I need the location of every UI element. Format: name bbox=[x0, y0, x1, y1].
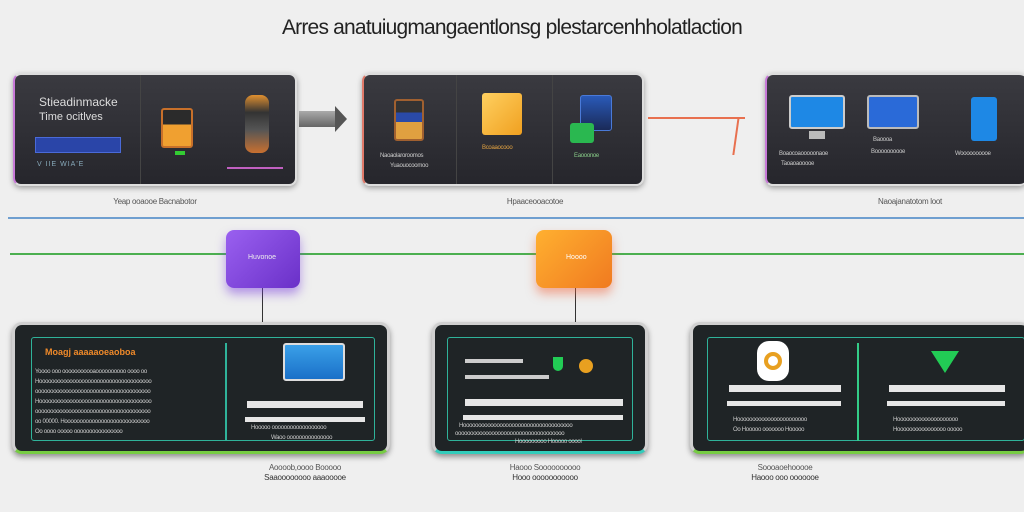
browser-window-icon bbox=[283, 343, 345, 381]
text-line: Hooooooooooooooooooooooo bbox=[733, 417, 807, 423]
text-line: Oo oooo ooooo oooooooooooooooo bbox=[35, 429, 123, 435]
label: Boooooooooe bbox=[871, 149, 906, 155]
monitor-stand bbox=[809, 131, 825, 139]
bar-text: V IIE WIA'E bbox=[37, 161, 85, 168]
arrow-right-icon bbox=[299, 111, 335, 127]
caption-line: Hooo ooooooooooo bbox=[512, 473, 578, 482]
caption-line: Haooo ooo ooooooe bbox=[751, 473, 819, 482]
divider bbox=[552, 75, 553, 184]
caption-line: Haooo Soooooooooo bbox=[509, 463, 581, 472]
label: Naoaolaroroomos bbox=[380, 153, 424, 159]
label: Yuaouocoomoo bbox=[390, 163, 429, 169]
panel-heading: Stieadinmacke bbox=[39, 95, 118, 109]
caption-1: Yeap ooaooe Bacnabotor bbox=[113, 197, 197, 206]
divider bbox=[140, 75, 141, 184]
divider bbox=[857, 343, 859, 441]
text-line: Hooooooooo Hooooo ooool bbox=[515, 439, 582, 445]
panel-heading: Moagj aaaaaoeaoboa bbox=[45, 347, 136, 357]
text-line: Oo Hooooo ooooooo Hooooo bbox=[733, 427, 805, 433]
monitor-icon bbox=[789, 95, 845, 129]
divider-line bbox=[8, 217, 1024, 219]
top-panel-1: Stieadinmacke Time ocitlves V IIE WIA'E bbox=[13, 73, 297, 186]
text-line: oooooooooooooooooooooooooooooooooooooo bbox=[35, 409, 151, 415]
label: Taoaoaooooe bbox=[781, 161, 815, 167]
gear-icon bbox=[757, 341, 789, 381]
page-title: Arres anatuiugmangaentlonsg plestarcenhh… bbox=[281, 16, 743, 39]
connector-line bbox=[732, 117, 740, 155]
text-line: Hoooooooooooooooo ooooo bbox=[893, 427, 963, 433]
folder-icon bbox=[482, 93, 522, 135]
phone-icon bbox=[971, 97, 997, 141]
connector-line bbox=[262, 285, 263, 323]
slider-track bbox=[465, 359, 523, 363]
bottom-panel-1: Moagj aaaaaoeaoboa Yoooo ooo ooooooooooa… bbox=[12, 322, 390, 454]
timeline-line bbox=[10, 253, 1024, 255]
text-line: oo 00000. Hoooooooooooooooooooooooooooo bbox=[35, 419, 150, 425]
label: Bcoaaocooo bbox=[482, 145, 513, 151]
progress-bar bbox=[35, 137, 121, 153]
caption-line: Saaoooooooo aaaooooe bbox=[264, 473, 346, 482]
top-panel-3: Boaocoaooooonaoe Taoaoaooooe Baoooa Booo… bbox=[765, 73, 1024, 186]
text-line: Yoooo ooo ooooooooooaoooooooooo oooo oo bbox=[35, 369, 147, 375]
device-icon bbox=[245, 95, 269, 153]
top-panel-2: Naoaolaroroomos Yuaouocoomoo Bcoaaocooo … bbox=[362, 73, 644, 186]
caption-3: Naoajanatotom loot bbox=[878, 197, 942, 206]
caption-line: Soooaoehooooe bbox=[757, 463, 813, 472]
input-bar bbox=[889, 385, 1005, 392]
connector-line bbox=[648, 117, 745, 119]
bottom-panel-2: Hoooooooooooooooooooooooooooooooooooo oo… bbox=[432, 322, 648, 454]
input-bar bbox=[245, 417, 365, 422]
tablet-icon bbox=[161, 108, 193, 148]
orange-cube-node: Hoooo bbox=[536, 230, 612, 288]
arrow-head bbox=[335, 106, 347, 132]
text-line: Hoooooooooooooooooooo bbox=[893, 417, 958, 423]
shield-icon bbox=[553, 357, 563, 371]
input-bar bbox=[729, 385, 841, 392]
inner-frame bbox=[31, 337, 375, 441]
gear-ring bbox=[764, 352, 782, 370]
slider-track bbox=[465, 375, 549, 379]
purple-cube-node: Huvonoe bbox=[226, 230, 300, 288]
server-icon bbox=[394, 99, 424, 141]
label: Woooooooooe bbox=[955, 151, 991, 157]
text-line: Hooooooooooooooooooooooooooooooooooooo bbox=[35, 379, 152, 385]
input-bar bbox=[247, 401, 363, 408]
caption-2: Hpaaceooacotoe bbox=[506, 197, 564, 206]
caption-line: Aoooob,oooo Booooo bbox=[268, 463, 341, 472]
text-line: Hooooooooooooooooooooooooooooooooooooo bbox=[35, 399, 152, 405]
panel-subheading: Time ocitlves bbox=[39, 111, 103, 123]
monitor-icon bbox=[867, 95, 919, 129]
divider bbox=[456, 75, 457, 184]
text-line: oooooooooooooooooooooooooooooooooooooo bbox=[35, 389, 151, 395]
status-light-icon bbox=[175, 151, 185, 155]
connector-line bbox=[575, 285, 576, 323]
body-text: Yoooo ooo ooooooooooaoooooooooo oooo oo … bbox=[35, 369, 225, 435]
text-line: oooooooooooooooooooooooooooooooooooo bbox=[455, 431, 565, 437]
accent-line bbox=[227, 167, 283, 169]
cube-label: Hoooo bbox=[566, 254, 587, 261]
label: Baoooa bbox=[873, 137, 892, 143]
coin-icon bbox=[579, 359, 593, 373]
label: Eaooonoe bbox=[574, 153, 599, 159]
input-bar bbox=[463, 415, 623, 420]
input-bar bbox=[465, 399, 623, 406]
text-line: Hoooooooooooooooooooooooooooooooooooo bbox=[459, 423, 573, 429]
input-bar bbox=[727, 401, 841, 406]
label: Boaocoaooooonaoe bbox=[779, 151, 828, 157]
text-line: Hooooo oooooooooooooooooo bbox=[251, 425, 327, 431]
cube-label: Huvonoe bbox=[248, 254, 277, 261]
divider bbox=[225, 343, 227, 441]
text-line: Waoo ooooooooooooooo bbox=[271, 435, 333, 441]
download-arrow-icon bbox=[931, 351, 959, 373]
spreadsheet-icon bbox=[570, 123, 594, 143]
bottom-panel-3: Hooooooooooooooooooooooo Oo Hooooo ooooo… bbox=[690, 322, 1024, 454]
inner-frame bbox=[447, 337, 633, 441]
input-bar bbox=[887, 401, 1005, 406]
inner-frame bbox=[707, 337, 1024, 441]
